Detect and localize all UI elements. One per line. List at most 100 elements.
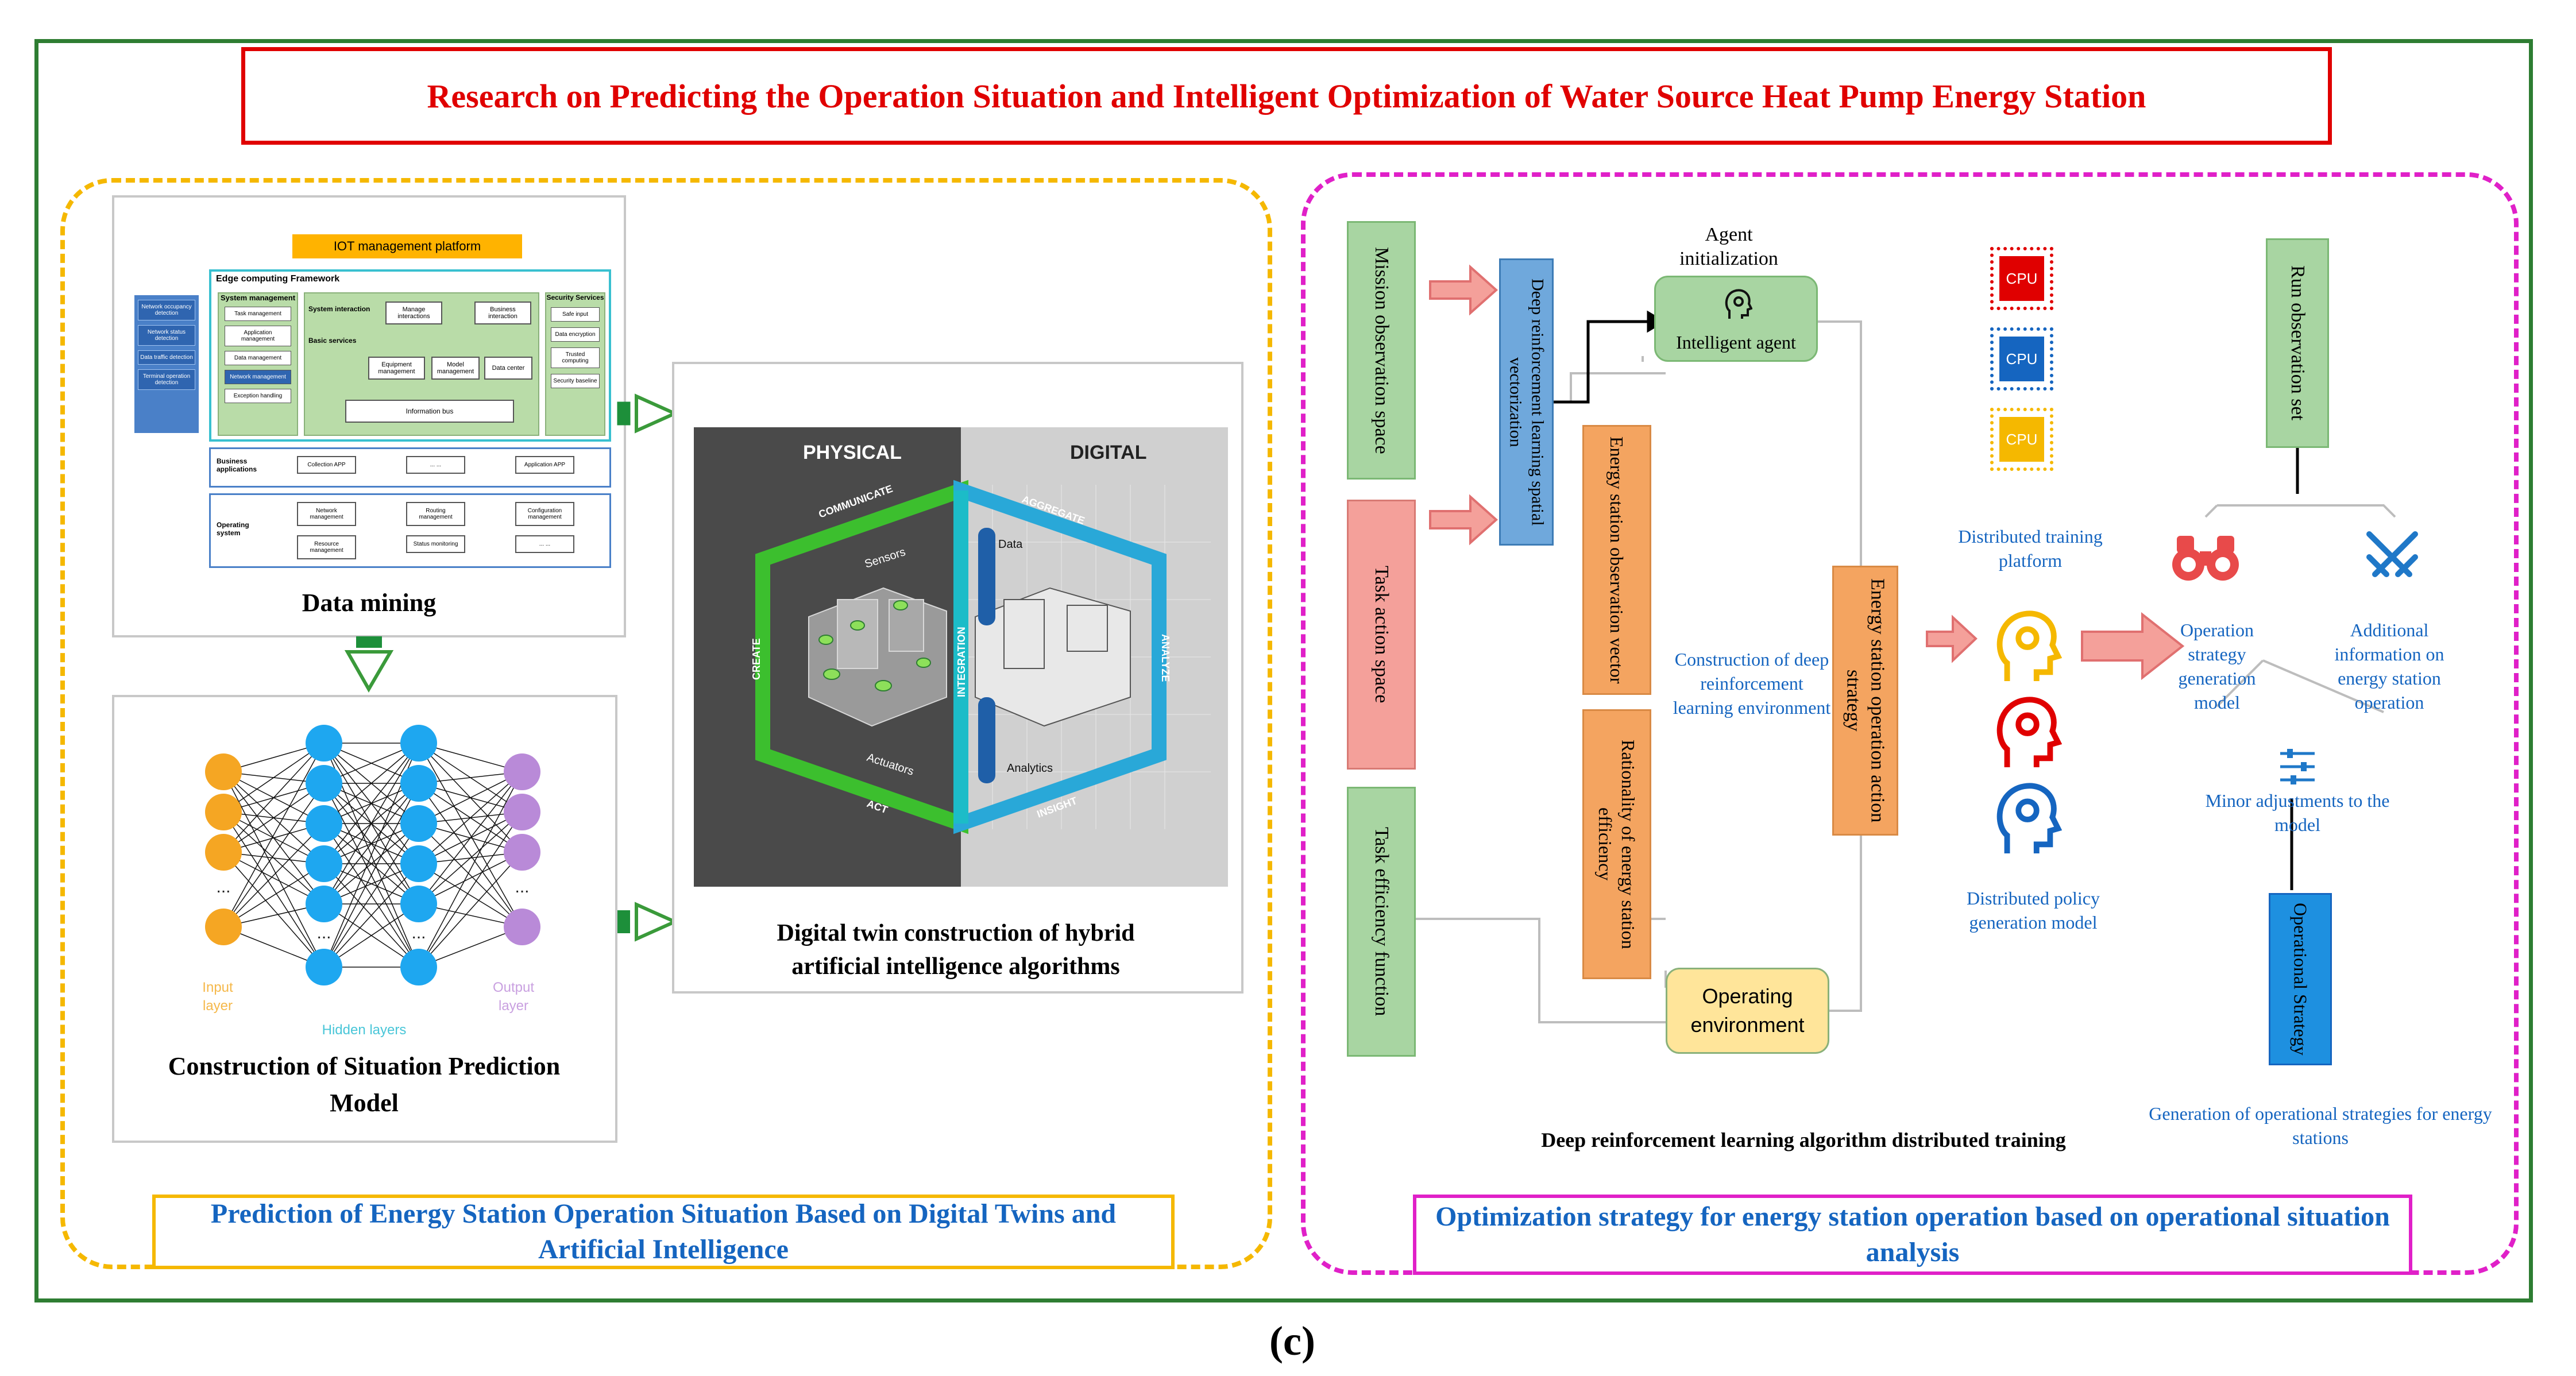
nn-node bbox=[504, 794, 540, 830]
model-management-box: Model management bbox=[431, 357, 480, 380]
nn-node bbox=[400, 765, 437, 802]
cpu-icon: CPU bbox=[1990, 247, 2053, 310]
nn-edge bbox=[223, 743, 325, 927]
nn-edge bbox=[323, 783, 419, 905]
manage-interactions-box: Manage interactions bbox=[385, 302, 442, 324]
nn-edge bbox=[418, 771, 523, 864]
nn-edge bbox=[418, 926, 523, 968]
mission-obs-box: Mission observation space bbox=[1347, 221, 1416, 480]
nn-node bbox=[400, 845, 437, 882]
nn-edge bbox=[323, 903, 419, 968]
binoculars-icon bbox=[2172, 536, 2239, 581]
system-management-item: Data management bbox=[225, 351, 291, 365]
figure-label: (c) bbox=[1269, 1317, 1315, 1364]
center-services-box: System interaction Manage interactions B… bbox=[304, 292, 539, 436]
head-outline bbox=[1996, 610, 2062, 682]
es-obs-vector-label: Energy station observation vector bbox=[1606, 436, 1627, 684]
cpu-core: CPU bbox=[1999, 256, 2044, 301]
nn-edge bbox=[323, 823, 419, 968]
operating-env-box: Operating environment bbox=[1666, 968, 1829, 1054]
additional-info-label: Additional information on energy station… bbox=[2334, 620, 2444, 713]
dist-policy-label: Distributed policy generation model bbox=[1967, 888, 2100, 933]
head-outline bbox=[1996, 697, 2062, 768]
analytics-label: Analytics bbox=[1007, 762, 1053, 775]
nn-node bbox=[205, 753, 242, 790]
nn-edge bbox=[418, 823, 523, 927]
nn-panel: ............ Hidden layers Input layer O… bbox=[112, 695, 617, 1143]
system-interaction-label: System interaction bbox=[308, 305, 370, 313]
data-mining-panel: IOT management platform Edge computing F… bbox=[112, 195, 626, 637]
information-bus-box: Information bus bbox=[345, 400, 514, 423]
nn-edge bbox=[223, 771, 325, 968]
hidden-layers-label: Hidden layers bbox=[322, 1022, 407, 1038]
drl-vector-box: Deep reinforcement learning spatial vect… bbox=[1499, 258, 1554, 546]
analyze-label: ANALYZE bbox=[1160, 634, 1171, 682]
head-gear bbox=[2015, 798, 2040, 822]
detection-item: Data traffic detection bbox=[138, 350, 195, 365]
nn-edge bbox=[223, 783, 325, 853]
rationality-label: Rationality of energy station efficiency bbox=[1595, 739, 1639, 949]
os-item: ... ... bbox=[515, 535, 574, 553]
sliders-icon bbox=[2280, 749, 2315, 784]
operational-strategy-label: Operational Strategy bbox=[2290, 903, 2311, 1056]
security-item: Data encryption bbox=[551, 327, 600, 342]
nn-edge bbox=[323, 743, 419, 905]
intelligent-agent-label: Intelligent agent bbox=[1676, 331, 1796, 353]
nn-node bbox=[504, 753, 540, 790]
detection-item: Terminal operation detection bbox=[138, 369, 195, 390]
es-action-box: Energy station operation action strategy bbox=[1832, 566, 1898, 836]
nn-node bbox=[400, 805, 437, 842]
system-management-title: System management bbox=[220, 293, 296, 302]
cpu-icon: CPU bbox=[1990, 327, 2053, 391]
nn-edge bbox=[223, 863, 325, 927]
nn-node bbox=[306, 845, 342, 882]
machine-digital bbox=[975, 587, 1131, 727]
left-footer-title-box: Prediction of Energy Station Operation S… bbox=[152, 1195, 1175, 1269]
nn-node bbox=[205, 909, 242, 945]
nn-diagram: ............ bbox=[205, 725, 540, 985]
input-layer-label: Input layer bbox=[202, 980, 233, 1014]
operating-env-label: Operating environment bbox=[1690, 984, 1805, 1037]
nn-edge bbox=[323, 823, 419, 905]
integration-bar bbox=[953, 490, 968, 824]
es-action-label: Energy station operation action strategy bbox=[1843, 578, 1888, 823]
cpu-core: CPU bbox=[1999, 337, 2044, 381]
create-label: CREATE bbox=[751, 638, 762, 680]
run-obs-set-box: Run observation set bbox=[2266, 238, 2329, 448]
iot-platform-bar: IOT management platform bbox=[292, 234, 522, 258]
nn-edge bbox=[418, 783, 523, 927]
nn-edge bbox=[418, 852, 523, 968]
nn-edge bbox=[323, 863, 419, 968]
system-management-item: Application management bbox=[225, 326, 291, 346]
right-footer-title-box: Optimization strategy for energy station… bbox=[1413, 1195, 2412, 1275]
os-item: Resource management bbox=[297, 535, 356, 559]
drl-vector-label: Deep reinforcement learning spatial vect… bbox=[1506, 278, 1547, 526]
nn-node bbox=[306, 805, 342, 842]
digital-twin-graphic: PHYSICAL DIGITAL COMMUNICATE AGGREGATE C… bbox=[694, 427, 1228, 887]
nn-node bbox=[306, 765, 342, 802]
operational-strategy-box: Operational Strategy bbox=[2269, 893, 2332, 1065]
os-item: Routing management bbox=[406, 502, 465, 526]
security-item: Security baseline bbox=[551, 374, 600, 388]
dist-training-label: Distributed training platform bbox=[1958, 526, 2103, 571]
cpu-core: CPU bbox=[1999, 417, 2044, 462]
nn-edge bbox=[418, 852, 523, 905]
output-layer-label: Output layer bbox=[492, 980, 535, 1014]
nn-node bbox=[306, 886, 342, 922]
cpu-icon: CPU bbox=[1990, 408, 2053, 471]
arrow-down bbox=[344, 636, 394, 693]
nn-edge bbox=[323, 743, 419, 864]
run-obs-set-label: Run observation set bbox=[2287, 265, 2308, 421]
digital-label: DIGITAL bbox=[1070, 442, 1146, 463]
nn-edge bbox=[418, 811, 523, 905]
rationality-box: Rationality of energy station efficiency bbox=[1582, 709, 1651, 979]
digital-twin-caption: Digital twin construction of hybrid arti… bbox=[777, 920, 1135, 980]
outer-frame bbox=[34, 39, 2533, 1302]
business-app: Collection APP bbox=[297, 456, 356, 474]
